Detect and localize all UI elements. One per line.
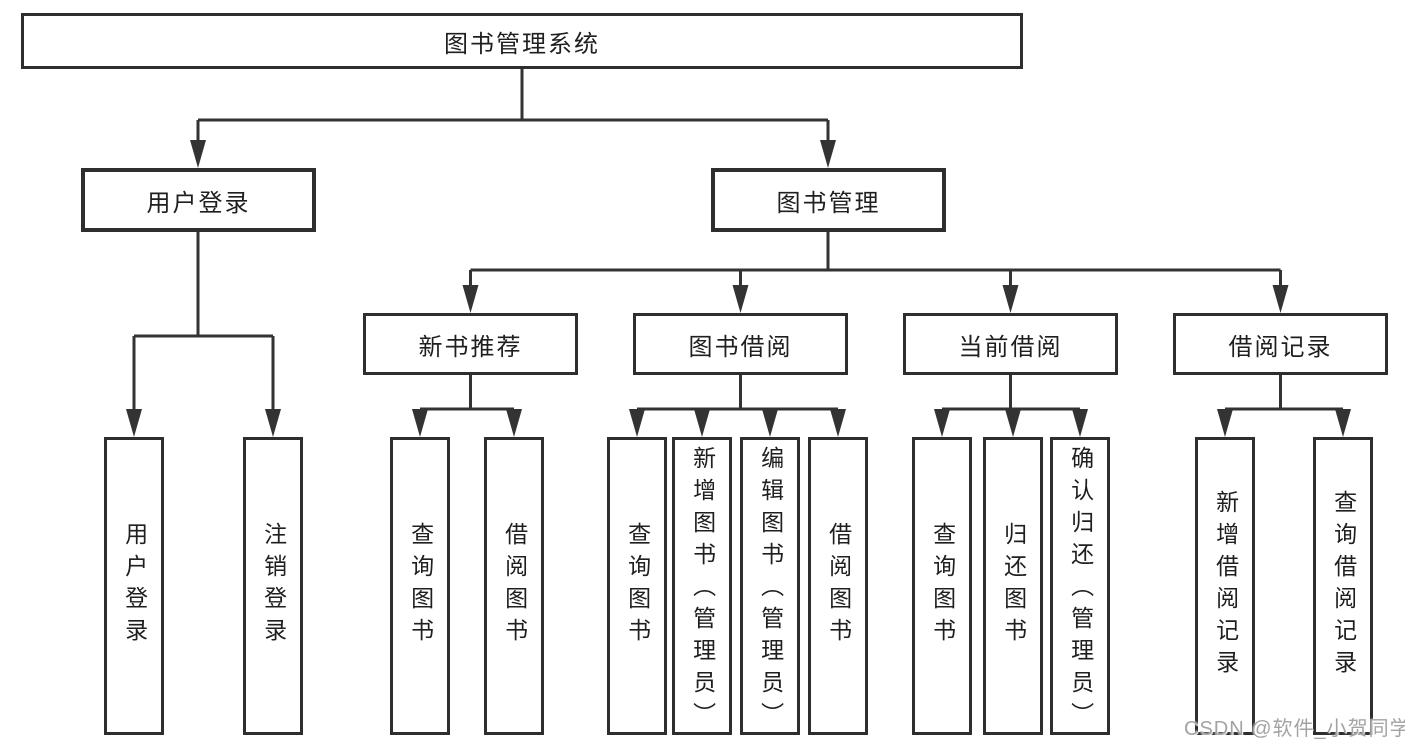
node-user-login: 用户登录 — [81, 168, 316, 232]
leaf-return-books: 归还图书 — [983, 437, 1043, 735]
leaf-borrow-books-borrowing: 借阅图书 — [808, 437, 868, 735]
node-book-management: 图书管理 — [711, 168, 946, 232]
leaf-add-books-admin: 新增图书（管理员） — [672, 437, 732, 735]
leaf-edit-books-admin: 编辑图书（管理员） — [740, 437, 800, 735]
leaf-query-books-recommend: 查询图书 — [390, 437, 450, 735]
leaf-add-borrow-record: 新增借阅记录 — [1195, 437, 1255, 735]
leaf-query-books-borrowing: 查询图书 — [607, 437, 667, 735]
node-new-book-recommendation: 新书推荐 — [363, 313, 578, 375]
node-current-borrowing: 当前借阅 — [903, 313, 1118, 375]
node-library-management-system: 图书管理系统 — [21, 13, 1023, 69]
leaf-confirm-return-admin: 确认归还（管理员） — [1050, 437, 1110, 735]
node-book-borrowing: 图书借阅 — [633, 313, 848, 375]
leaf-borrow-books-recommend: 借阅图书 — [484, 437, 544, 735]
node-borrowing-records: 借阅记录 — [1173, 313, 1388, 375]
leaf-query-borrow-record: 查询借阅记录 — [1313, 437, 1373, 735]
leaf-query-books-current: 查询图书 — [912, 437, 972, 735]
csdn-watermark: CSDN @软件_小贺同学 — [1184, 718, 1405, 740]
leaf-logout: 注销登录 — [243, 437, 303, 735]
leaf-user-login: 用户登录 — [104, 437, 164, 735]
